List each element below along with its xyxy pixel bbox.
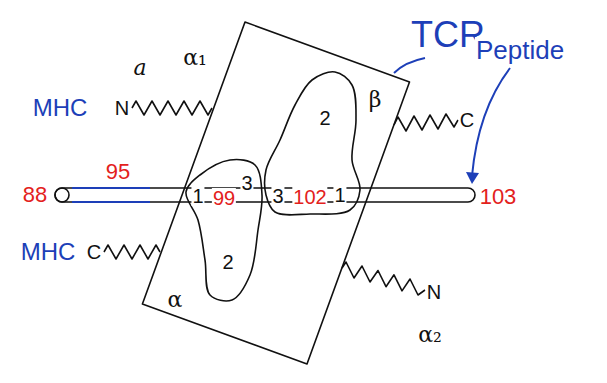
terminus-label: N <box>114 98 130 118</box>
leader-arrow <box>472 68 510 176</box>
terminus-label: N <box>426 282 442 302</box>
terminus-label: C <box>459 110 475 130</box>
cdr-loop-region-outline <box>180 155 268 307</box>
cdr-loop-region-outline <box>186 160 262 301</box>
peptide-end <box>55 188 69 202</box>
terminus-label: C <box>86 242 102 262</box>
cdr-number: 3 <box>240 173 253 193</box>
cdr-number: 2 <box>221 252 234 272</box>
helix-symbol <box>132 101 212 115</box>
residue-number: 95 <box>105 161 131 183</box>
helix-symbol <box>394 114 458 131</box>
residue-number: 99 <box>212 188 236 208</box>
tcr-footprint-outline <box>142 22 409 364</box>
panel-label: a <box>132 57 147 79</box>
domain-label: α₁ <box>182 47 208 69</box>
arrow-head <box>466 172 479 184</box>
part-label: Peptide <box>475 37 565 63</box>
cdr-number: 2 <box>318 108 331 128</box>
chain-label: β <box>368 89 383 111</box>
tcr-footprint: βα23102119932 <box>140 20 412 366</box>
cdr-loop-region-outline <box>265 72 360 215</box>
peptide-mark <box>72 201 150 203</box>
cdr-loop-region: 1 993 2 <box>180 155 268 307</box>
cdr-number: 1 <box>333 185 346 205</box>
peptide-mark <box>72 187 150 189</box>
cdr-number: 3 <box>271 186 284 206</box>
residue-number: 88 <box>22 184 48 206</box>
residue-number: 102 <box>292 187 327 207</box>
helix-symbol <box>104 245 160 259</box>
residue-number: 103 <box>479 186 518 208</box>
part-label: MHC <box>20 240 77 264</box>
leader-line <box>394 58 425 73</box>
helix-symbol <box>342 262 425 295</box>
cdr-number: 1 <box>191 186 204 206</box>
chain-label: α <box>167 289 184 311</box>
part-label: MHC <box>32 96 89 120</box>
cdr-loop-region: 2 3 102 1 <box>258 64 366 220</box>
domain-label: α₂ <box>417 324 443 346</box>
